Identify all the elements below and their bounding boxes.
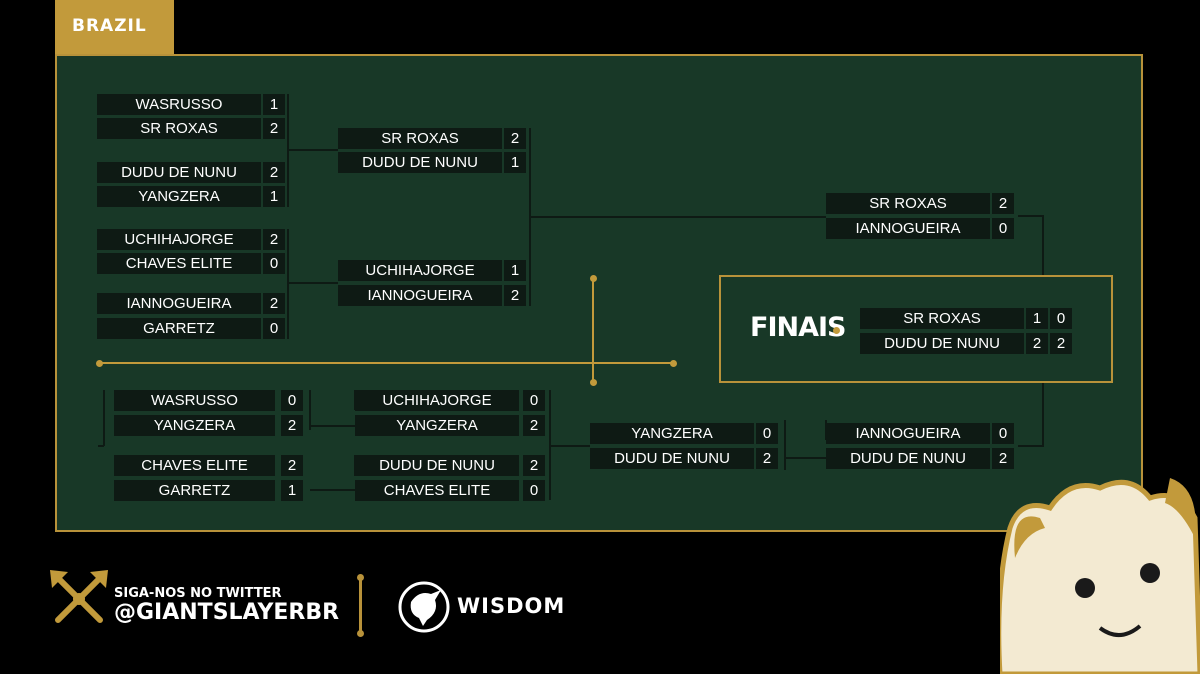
- player-score: 0: [523, 390, 545, 411]
- player-name: YANGZERA: [590, 423, 754, 444]
- player-score: 2: [263, 293, 285, 314]
- player-score-game1: 2: [1026, 333, 1048, 354]
- player-name: DUDU DE NUNU: [860, 333, 1024, 354]
- player-name: YANGZERA: [97, 186, 261, 207]
- player-name: IANNOGUEIRA: [826, 218, 990, 239]
- player-score: 0: [263, 318, 285, 339]
- bird-icon: [398, 581, 450, 633]
- player-name: SR ROXAS: [826, 193, 990, 214]
- player-name: UCHIHAJORGE: [355, 390, 519, 411]
- player-score: 2: [992, 448, 1014, 469]
- player-name: YANGZERA: [355, 415, 519, 436]
- player-name: DUDU DE NUNU: [97, 162, 261, 183]
- player-name: CHAVES ELITE: [114, 455, 275, 476]
- poro-mascot-icon: [1000, 478, 1200, 674]
- player-name: CHAVES ELITE: [355, 480, 519, 501]
- player-name: GARRETZ: [97, 318, 261, 339]
- player-score: 2: [281, 415, 303, 436]
- player-name: SR ROXAS: [860, 308, 1024, 329]
- finals-box: [719, 275, 1113, 383]
- player-name: UCHIHAJORGE: [97, 229, 261, 250]
- player-score-game2: 2: [1050, 333, 1072, 354]
- region-label: BRAZIL: [72, 16, 147, 36]
- player-name: SR ROXAS: [338, 128, 502, 149]
- player-score: 0: [756, 423, 778, 444]
- player-score-game1: 1: [1026, 308, 1048, 329]
- divider-dot-top: [590, 275, 597, 282]
- player-name: YANGZERA: [114, 415, 275, 436]
- player-score: 2: [504, 128, 526, 149]
- player-score: 2: [263, 229, 285, 250]
- player-score: 2: [281, 455, 303, 476]
- player-score: 2: [523, 455, 545, 476]
- player-name: DUDU DE NUNU: [355, 455, 519, 476]
- player-name: IANNOGUEIRA: [97, 293, 261, 314]
- player-name: SR ROXAS: [97, 118, 261, 139]
- player-score: 0: [523, 480, 545, 501]
- player-score: 1: [281, 480, 303, 501]
- sponsor-name: WISDOM: [457, 594, 566, 618]
- crossed-swords-icon: [50, 570, 108, 623]
- footer-separator: [359, 578, 362, 634]
- divider-dot-bottom: [590, 379, 597, 386]
- twitter-handle[interactable]: @GIANTSLAYERBR: [114, 600, 340, 625]
- player-name: DUDU DE NUNU: [826, 448, 990, 469]
- player-score: 0: [281, 390, 303, 411]
- player-name: WASRUSSO: [97, 94, 261, 115]
- player-name: DUDU DE NUNU: [338, 152, 502, 173]
- player-name: UCHIHAJORGE: [338, 260, 502, 281]
- player-score: 0: [992, 423, 1014, 444]
- finals-dot: [833, 327, 840, 334]
- player-name: IANNOGUEIRA: [338, 285, 502, 306]
- player-score: 2: [523, 415, 545, 436]
- player-score: 2: [756, 448, 778, 469]
- divider-dot-left: [96, 360, 103, 367]
- player-name: DUDU DE NUNU: [590, 448, 754, 469]
- separator-dot-bottom: [357, 630, 364, 637]
- player-name: WASRUSSO: [114, 390, 275, 411]
- player-score: 1: [504, 152, 526, 173]
- finals-title: FINAIS: [750, 312, 846, 343]
- player-name: IANNOGUEIRA: [826, 423, 990, 444]
- player-name: CHAVES ELITE: [97, 253, 261, 274]
- player-score: 2: [263, 118, 285, 139]
- player-score: 0: [263, 253, 285, 274]
- player-score: 2: [992, 193, 1014, 214]
- player-score: 2: [504, 285, 526, 306]
- player-score: 2: [263, 162, 285, 183]
- player-score: 0: [992, 218, 1014, 239]
- player-score: 1: [263, 186, 285, 207]
- player-score: 1: [504, 260, 526, 281]
- separator-dot-top: [357, 574, 364, 581]
- follow-text: SIGA-NOS NO TWITTER: [114, 586, 282, 601]
- region-tab: BRAZIL: [55, 0, 174, 54]
- divider-dot-right: [670, 360, 677, 367]
- player-score: 1: [263, 94, 285, 115]
- player-name: GARRETZ: [114, 480, 275, 501]
- player-score-game2: 0: [1050, 308, 1072, 329]
